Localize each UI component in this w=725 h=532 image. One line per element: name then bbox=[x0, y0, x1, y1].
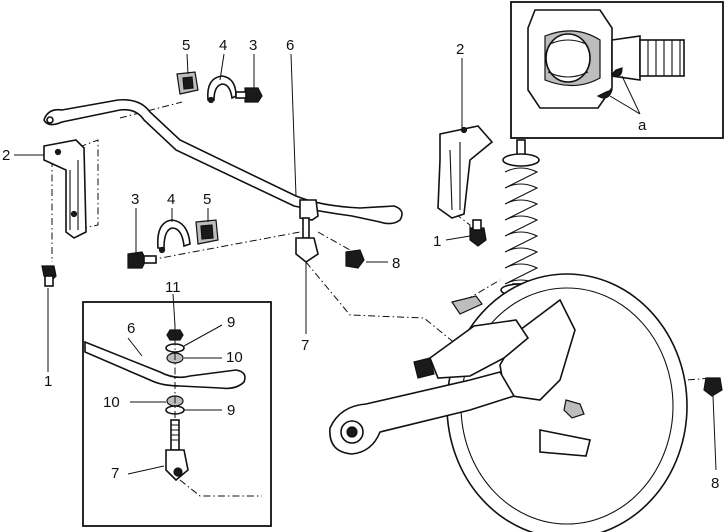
callout-11: 11 bbox=[165, 279, 181, 296]
callout-detail-10-bot: 10 bbox=[103, 394, 120, 411]
callout-6: 6 bbox=[286, 37, 294, 54]
mid-clamp bbox=[156, 219, 191, 254]
mid-cushion bbox=[195, 219, 219, 245]
ball-joint-inset: a bbox=[510, 1, 724, 139]
callout-8-right: 8 bbox=[711, 475, 719, 492]
stabilizer-link bbox=[295, 199, 319, 263]
callout-detail-10-top: 10 bbox=[226, 349, 243, 366]
callout-3-top: 3 bbox=[249, 37, 257, 54]
top-clamp bbox=[206, 75, 237, 104]
callout-detail-7: 7 bbox=[111, 465, 119, 482]
top-bolt bbox=[235, 87, 263, 103]
callout-5-top: 5 bbox=[182, 37, 190, 54]
link-detail-inset: 11 6 9 10 10 9 7 bbox=[82, 279, 272, 527]
right-bracket bbox=[437, 125, 494, 219]
callout-2-right: 2 bbox=[456, 41, 464, 58]
top-cushion bbox=[176, 71, 199, 95]
detail-link-7 bbox=[165, 419, 189, 482]
lower-control-arm bbox=[329, 295, 530, 455]
callout-7: 7 bbox=[301, 337, 309, 354]
callout-detail-9-top: 9 bbox=[227, 314, 235, 331]
callout-8-mid: 8 bbox=[392, 255, 400, 272]
right-bolt bbox=[469, 219, 487, 247]
left-bracket bbox=[43, 139, 87, 239]
callout-3-mid: 3 bbox=[131, 191, 139, 208]
detail-axis-line bbox=[174, 324, 262, 497]
callout-4-top: 4 bbox=[219, 37, 227, 54]
callout-a: a bbox=[638, 117, 647, 134]
callout-2-left: 2 bbox=[2, 147, 10, 164]
callouts-main: 5 4 3 6 2 2 3 4 5 1 8 1 7 8 bbox=[2, 37, 719, 492]
ball-joint-drawing bbox=[527, 9, 685, 109]
callout-1-right: 1 bbox=[433, 233, 441, 250]
left-bolt bbox=[41, 265, 57, 287]
callout-detail-9-bot: 9 bbox=[227, 402, 235, 419]
leader-lines bbox=[14, 53, 717, 471]
callout-5-mid: 5 bbox=[203, 191, 211, 208]
detail-stabilizer-bar bbox=[84, 340, 246, 390]
mid-bolt bbox=[127, 251, 157, 269]
stabilizer-bar bbox=[43, 98, 403, 225]
callout-detail-6: 6 bbox=[127, 320, 135, 337]
leader-inset-a bbox=[609, 75, 641, 115]
callout-1-left: 1 bbox=[44, 373, 52, 390]
right-nut bbox=[703, 377, 723, 397]
link-nut bbox=[345, 249, 365, 269]
callout-4-mid: 4 bbox=[167, 191, 175, 208]
